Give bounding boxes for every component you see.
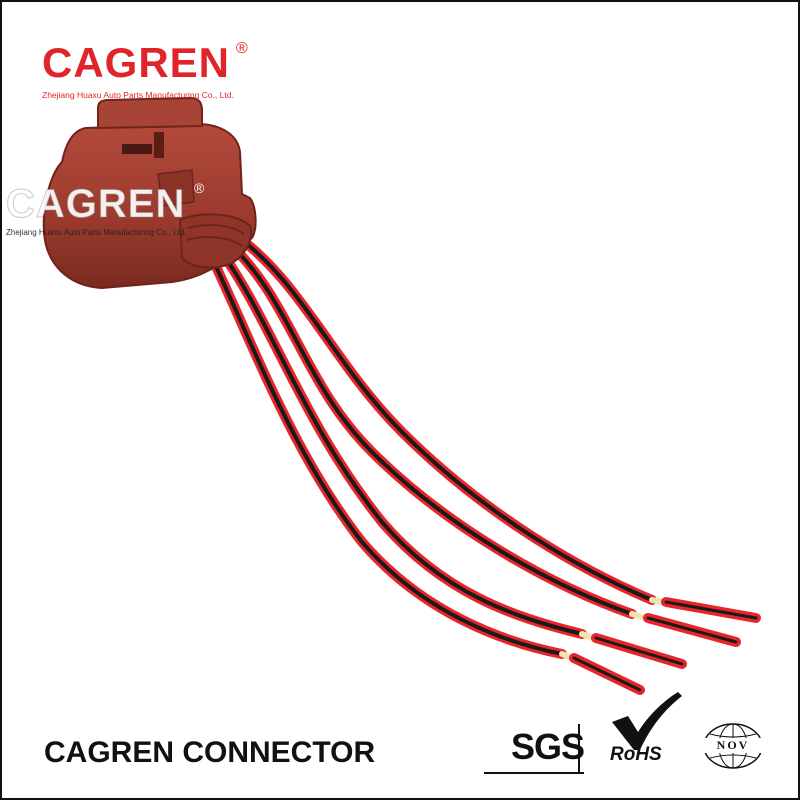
rohs-badge: RoHS <box>606 692 686 772</box>
connector-housing <box>42 96 257 290</box>
brand-logo: CAGREN ® Zhejiang Huaxu Auto Parts Manuf… <box>42 39 248 100</box>
sgs-divider <box>578 724 580 774</box>
nov-label: NOV <box>702 738 764 753</box>
sgs-badge: SGS <box>484 722 585 774</box>
registered-mark: ® <box>236 40 248 57</box>
nov-badge: NOV <box>702 722 764 770</box>
watermark: CAGREN ® Zhejiang Huaxu Auto Parts Manuf… <box>6 180 205 237</box>
checkmark-icon <box>612 692 682 750</box>
wire-tips <box>559 597 761 695</box>
brand-name: CAGREN <box>42 39 231 86</box>
rohs-label: RoHS <box>610 744 662 765</box>
sgs-label: SGS <box>510 726 585 767</box>
wire-1 <box>229 229 657 605</box>
watermark-registered-mark: ® <box>194 180 205 196</box>
brand-company: Zhejiang Huaxu Auto Parts Manufacturing … <box>42 90 234 100</box>
wire-bundle <box>207 229 657 659</box>
product-caption: CAGREN CONNECTOR <box>44 736 376 769</box>
watermark-company: Zhejiang Huaxu Auto Parts Manufacturing … <box>6 228 187 237</box>
watermark-name: CAGREN <box>6 182 186 226</box>
